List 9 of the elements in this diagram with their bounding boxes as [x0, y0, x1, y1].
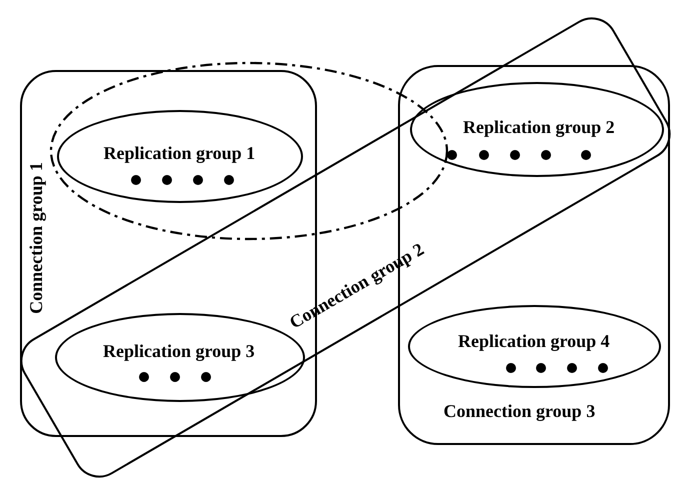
group-label: Replication group 4 — [458, 332, 610, 350]
group-label: Replication group 2 — [463, 118, 615, 136]
group-label: Replication group 3 — [103, 342, 255, 360]
group-ellipse — [410, 82, 664, 176]
group-label: Connection group 3 — [444, 402, 596, 420]
group-label: Replication group 1 — [104, 144, 256, 162]
group-ellipse — [408, 304, 660, 388]
group-ellipse — [57, 110, 303, 203]
group-label: Connection group 1 — [26, 162, 44, 314]
